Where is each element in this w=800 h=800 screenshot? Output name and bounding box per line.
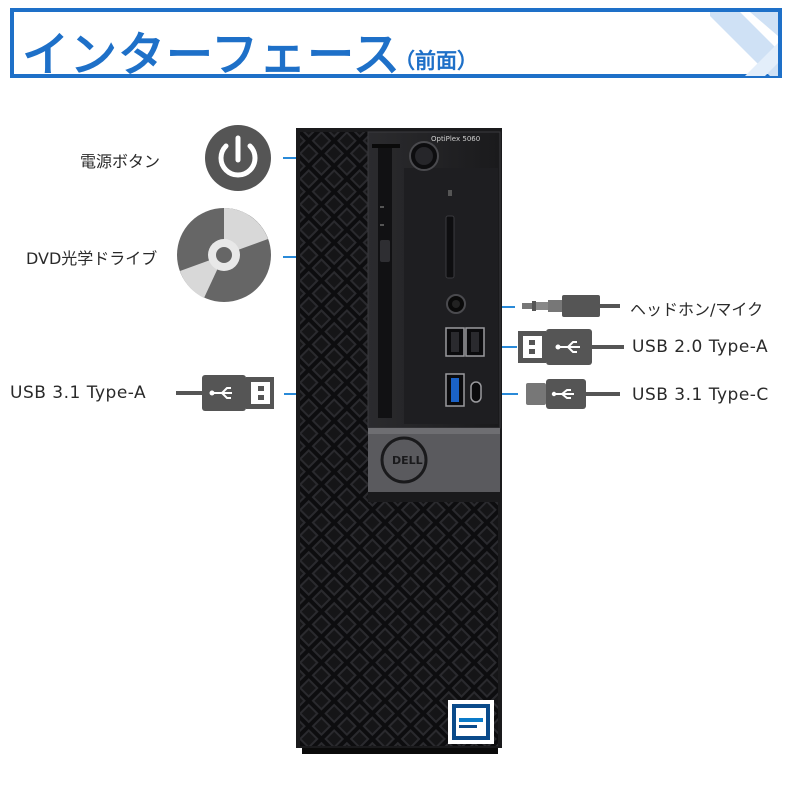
page-title: インターフェース <box>22 28 401 83</box>
page-subtitle: （前面） <box>394 49 478 73</box>
label-power-button: 電源ボタン <box>80 152 161 171</box>
desktop-tower-front: OptiPlex 5060 DELL <box>296 128 502 754</box>
model-label: OptiPlex 5060 <box>431 135 480 143</box>
usb-typea-plug-icon <box>518 329 624 365</box>
label-usb20-typea: USB 2.0 Type-A <box>632 337 769 357</box>
power-icon <box>205 125 271 191</box>
title-banner: インターフェース （前面） <box>10 8 782 83</box>
label-usb31-typea: USB 3.1 Type-A <box>10 383 147 403</box>
label-usb31-typec: USB 3.1 Type-C <box>632 385 769 405</box>
dvd-disc-icon <box>177 208 271 302</box>
label-dvd-drive: DVD光学ドライブ <box>26 249 158 268</box>
usb-typec-plug-icon <box>526 379 620 409</box>
audio-plug-icon <box>522 295 620 317</box>
dell-logo: DELL <box>392 454 423 467</box>
usb-typea-plug-icon <box>176 375 274 411</box>
label-audio-jack: ヘッドホン/マイク <box>630 300 764 319</box>
